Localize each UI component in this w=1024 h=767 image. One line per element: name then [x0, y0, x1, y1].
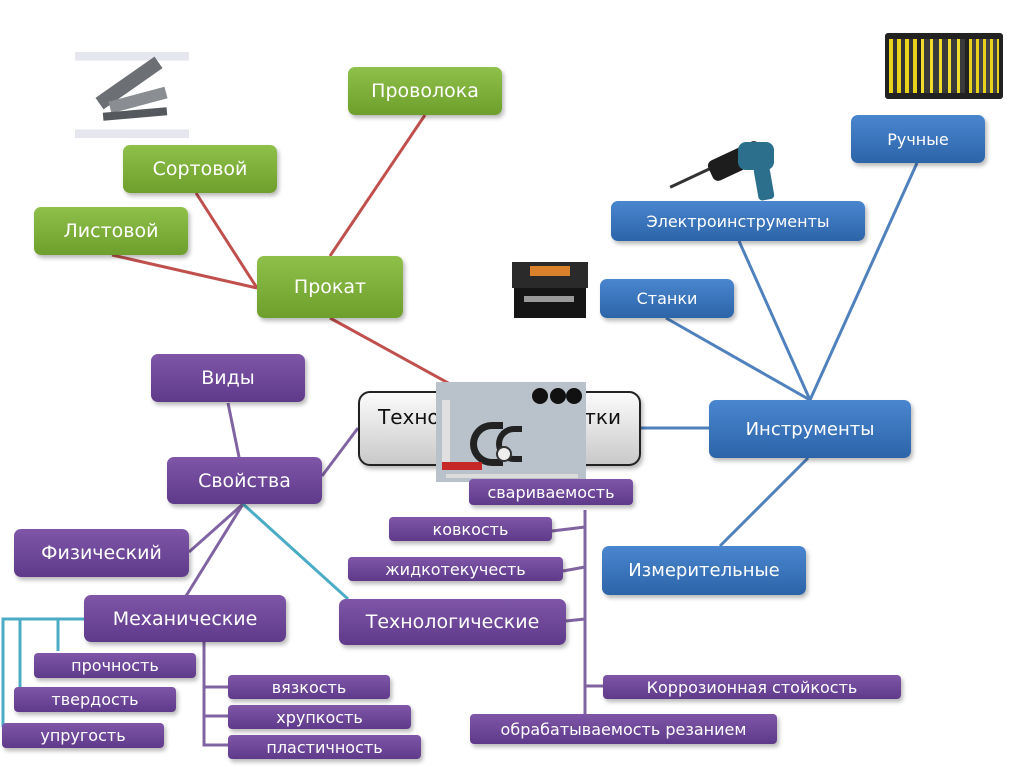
node-korrozionnaya[interactable]: Коррозионная стойкость	[603, 675, 901, 699]
node-prokat[interactable]: Прокат	[257, 256, 403, 318]
label-kovkost: ковкость	[432, 519, 509, 539]
node-tekhnologicheskie[interactable]: Технологические	[339, 599, 566, 645]
drill-photo	[668, 128, 788, 202]
label-khrupkost: хрупкость	[276, 707, 363, 727]
label-obrabatyvaemost: обрабатываемость резанием	[500, 719, 747, 739]
link-prokat-provoloka	[328, 114, 427, 257]
label-izmeritelnye: Измерительные	[628, 560, 780, 581]
label-vidy: Виды	[201, 367, 255, 389]
node-zhidkotekuchest[interactable]: жидкотекучесть	[348, 557, 563, 581]
link-svoystva-mech	[184, 503, 245, 597]
link-prokat-listovoy	[111, 253, 258, 290]
node-prochnost[interactable]: прочность	[34, 653, 196, 678]
node-listovoy[interactable]: Листовой	[34, 207, 188, 255]
label-mekhanicheskie: Механические	[112, 607, 258, 630]
label-prokat: Прокат	[293, 276, 367, 298]
rolled-metal-photo	[75, 52, 189, 138]
label-fizicheskiy: Физический	[41, 542, 162, 564]
node-kovkost[interactable]: ковкость	[389, 517, 552, 541]
link-tools-electro	[737, 240, 812, 401]
label-listovoy: Листовой	[63, 220, 159, 242]
label-zhidkotekuchest: жидкотекучесть	[385, 559, 526, 579]
node-uprugost[interactable]: упругость	[2, 723, 164, 748]
measuring-tools-photo	[436, 382, 586, 482]
label-korrozionnaya: Коррозионная стойкость	[646, 677, 858, 697]
node-ruchnye[interactable]: Ручные	[851, 115, 985, 163]
lathe-photo	[510, 256, 590, 328]
link-vidy-svoystva	[226, 402, 241, 458]
label-provoloka: Проволока	[371, 80, 479, 102]
node-provoloka[interactable]: Проволока	[348, 67, 502, 115]
link-prokat-sortovoy	[194, 192, 259, 289]
label-uprugost: упругость	[40, 726, 126, 745]
node-fizicheskiy[interactable]: Физический	[14, 529, 189, 577]
node-tverdost[interactable]: твердость	[14, 687, 176, 712]
node-electro[interactable]: Электроинструменты	[611, 201, 865, 241]
link-svoystva-tech	[241, 502, 350, 601]
link-tools-stanki	[665, 316, 811, 402]
label-vyazkost: вязкость	[271, 677, 347, 697]
node-vyazkost[interactable]: вязкость	[228, 675, 390, 699]
node-obrabatyvaemost[interactable]: обрабатываемость резанием	[470, 714, 777, 744]
node-mekhanicheskie[interactable]: Механические	[84, 595, 286, 642]
node-sortovoy[interactable]: Сортовой	[123, 145, 277, 193]
label-prochnost: прочность	[71, 656, 159, 675]
node-khrupkost[interactable]: хрупкость	[228, 705, 411, 729]
link-tools-izmer	[718, 456, 810, 548]
link-center-svoystva	[320, 427, 360, 477]
label-tverdost: твердость	[51, 690, 139, 709]
node-svarivaemost[interactable]: свариваемость	[469, 479, 633, 505]
node-stanki[interactable]: Станки	[600, 279, 734, 318]
label-stanki: Станки	[636, 289, 698, 308]
center-label-right: тки	[584, 405, 621, 429]
label-plastichnost: пластичность	[266, 737, 383, 757]
bracket-mech-right	[202, 642, 228, 747]
node-instrumenty[interactable]: Инструменты	[709, 400, 911, 458]
link-svoystva-fizich	[188, 502, 244, 554]
node-izmeritelnye[interactable]: Измерительные	[602, 546, 806, 595]
toolbox-photo	[885, 33, 1003, 99]
link-tools-ruchnye	[808, 162, 919, 401]
label-svarivaemost: свариваемость	[487, 482, 615, 502]
node-svoystva[interactable]: Свойства	[167, 457, 322, 504]
node-vidy[interactable]: Виды	[151, 354, 305, 402]
center-label-left: Техно	[378, 405, 440, 429]
label-electro: Электроинструменты	[646, 211, 830, 231]
label-ruchnye: Ручные	[887, 129, 949, 149]
label-instrumenty: Инструменты	[745, 418, 875, 440]
label-tekhnologicheskie: Технологические	[365, 611, 540, 633]
label-svoystva: Свойства	[198, 469, 291, 492]
node-plastichnost[interactable]: пластичность	[228, 735, 421, 759]
label-sortovoy: Сортовой	[152, 158, 248, 180]
